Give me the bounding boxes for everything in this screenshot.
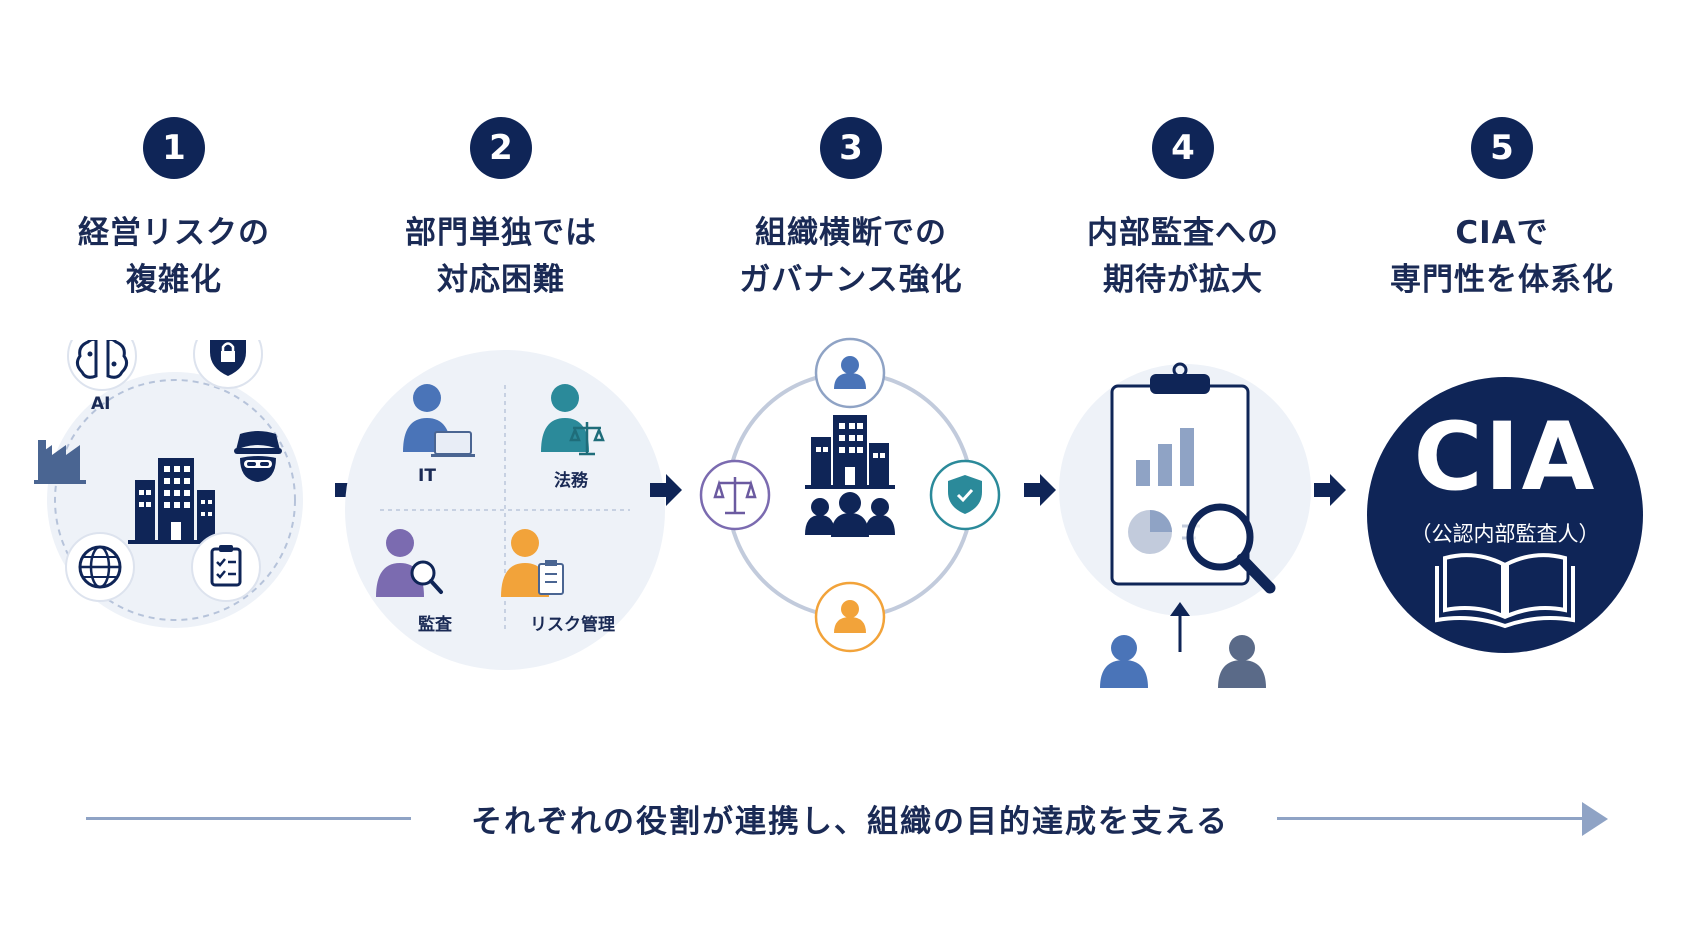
team-icon <box>805 492 895 537</box>
step-2-illustration <box>345 350 665 670</box>
shield-check-icon <box>929 459 1001 531</box>
audit-label: 監査 <box>418 615 452 635</box>
step-5-title-line2: 専門性を体系化 <box>1390 262 1614 298</box>
scales-icon <box>699 459 771 531</box>
checklist-icon <box>191 532 261 602</box>
audit-person-icon <box>376 529 443 597</box>
step-1-title: 経営リスクの 複雑化 <box>4 210 344 304</box>
step-5-title: CIAで 専門性を体系化 <box>1332 210 1672 304</box>
step-3-title-line2: ガバナンス強化 <box>739 262 963 298</box>
hacker-icon <box>234 431 282 482</box>
step-4-title: 内部監査への 期待が拡大 <box>1013 210 1353 304</box>
step-2-title-line2: 対応困難 <box>437 262 565 298</box>
legal-person-icon <box>541 384 605 456</box>
ai-label: AI <box>91 394 111 414</box>
cia-title: CIA <box>1413 403 1597 512</box>
person-left-icon <box>1100 635 1148 688</box>
organization-building-icon <box>805 415 895 489</box>
footer-line-left <box>86 817 411 820</box>
step-4-number-badge: 4 <box>1152 117 1214 179</box>
magnifier-icon <box>1186 503 1276 594</box>
building-icon <box>128 458 222 544</box>
footer-arrow-head-icon <box>1582 802 1608 836</box>
step-4-illustration <box>1059 362 1311 688</box>
risk-management-label: リスク管理 <box>530 615 615 635</box>
cia-subtitle: （公認内部監査人） <box>1410 522 1600 546</box>
legal-label: 法務 <box>554 471 588 491</box>
it-label: IT <box>418 466 436 486</box>
risk-management-person-icon <box>501 529 564 597</box>
step-1-number-badge: 1 <box>143 117 205 179</box>
step-3-title: 組織横断での ガバナンス強化 <box>681 210 1021 304</box>
step-4-title-line2: 期待が拡大 <box>1103 262 1263 298</box>
step-3-illustration <box>699 337 1001 653</box>
globe-icon <box>65 532 135 602</box>
up-arrow-icon <box>1170 602 1190 652</box>
flow-arrow-icon <box>1024 474 1056 506</box>
cia-emblem <box>1367 377 1643 653</box>
step-2-title-line1: 部門単独では <box>405 215 597 251</box>
person-blue-icon <box>814 337 886 409</box>
step-3-number-badge: 3 <box>820 117 882 179</box>
step-4-title-line1: 内部監査への <box>1087 215 1279 251</box>
step-1-illustration <box>34 340 303 628</box>
step-5-number-badge: 5 <box>1471 117 1533 179</box>
flow-arrow-icon <box>650 474 682 506</box>
factory-icon <box>34 440 86 484</box>
step-2-number-badge: 2 <box>470 117 532 179</box>
ai-brain-icon <box>67 340 137 391</box>
step-3-title-line1: 組織横断での <box>755 215 947 251</box>
flow-arrow-icon <box>1314 474 1346 506</box>
it-person-icon <box>403 384 475 457</box>
step-1-title-line1: 経営リスクの <box>78 215 270 251</box>
step-5-title-line1: CIAで <box>1455 215 1549 251</box>
person-right-icon <box>1218 635 1266 688</box>
footer-text: それぞれの役割が連携し、組織の目的達成を支える <box>470 804 1230 840</box>
person-orange-icon <box>814 581 886 653</box>
step-1-title-line2: 複雑化 <box>126 262 222 298</box>
step-2-title: 部門単独では 対応困難 <box>331 210 671 304</box>
open-book-icon <box>1435 553 1575 629</box>
footer-line-right <box>1277 817 1590 820</box>
shield-lock-icon <box>193 340 263 389</box>
